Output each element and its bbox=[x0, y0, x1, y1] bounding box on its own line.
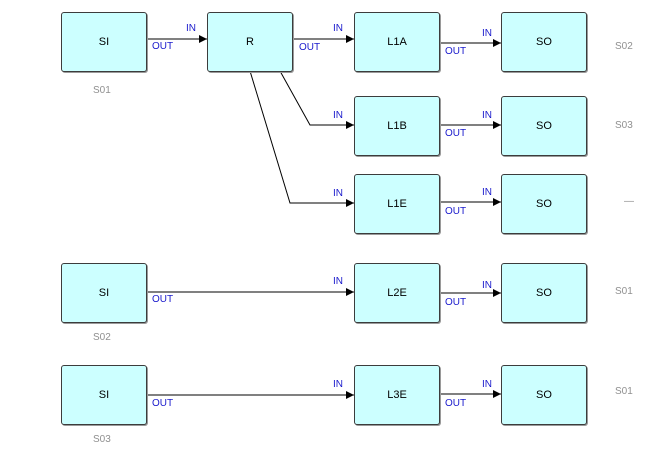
node-so-3[interactable]: SO bbox=[501, 174, 587, 234]
node-l1e[interactable]: L1E bbox=[354, 174, 440, 234]
node-l1b[interactable]: L1B bbox=[354, 96, 440, 156]
port-label-out: OUT bbox=[152, 294, 174, 305]
node-r[interactable]: R bbox=[207, 12, 293, 72]
port-label-out: OUT bbox=[152, 398, 174, 409]
node-l1a[interactable]: L1A bbox=[354, 12, 440, 72]
row-caption: — bbox=[624, 196, 634, 207]
port-label-out: OUT bbox=[445, 206, 467, 217]
port-label-in: IN bbox=[186, 23, 196, 34]
row-caption: S01 bbox=[615, 386, 633, 397]
node-si-2[interactable]: SI bbox=[61, 263, 147, 323]
port-label-out: OUT bbox=[445, 128, 467, 139]
row-caption: S01 bbox=[615, 286, 633, 297]
node-l3e[interactable]: L3E bbox=[354, 365, 440, 425]
node-so-4[interactable]: SO bbox=[501, 263, 587, 323]
node-so-1[interactable]: SO bbox=[501, 12, 587, 72]
port-label-in: IN bbox=[482, 28, 492, 39]
port-label-out: OUT bbox=[445, 297, 467, 308]
node-caption: S02 bbox=[93, 332, 111, 343]
row-caption: S02 bbox=[615, 41, 633, 52]
row-caption: S03 bbox=[615, 120, 633, 131]
wire-r-l1b bbox=[279, 70, 354, 129]
wire-r-l1e bbox=[249, 70, 354, 207]
port-label-in: IN bbox=[333, 23, 343, 34]
node-caption: S03 bbox=[93, 434, 111, 445]
node-caption: S01 bbox=[93, 85, 111, 96]
port-label-out: OUT bbox=[445, 398, 467, 409]
node-so-5[interactable]: SO bbox=[501, 365, 587, 425]
port-label-in: IN bbox=[482, 110, 492, 121]
node-l2e[interactable]: L2E bbox=[354, 263, 440, 323]
node-so-2[interactable]: SO bbox=[501, 96, 587, 156]
port-label-in: IN bbox=[333, 188, 343, 199]
node-si-1[interactable]: SI bbox=[61, 12, 147, 72]
port-label-out: OUT bbox=[299, 42, 321, 53]
node-si-3[interactable]: SI bbox=[61, 365, 147, 425]
port-label-out: OUT bbox=[152, 41, 174, 52]
port-label-out: OUT bbox=[445, 46, 467, 57]
port-label-in: IN bbox=[482, 280, 492, 291]
port-label-in: IN bbox=[482, 379, 492, 390]
port-label-in: IN bbox=[333, 276, 343, 287]
port-label-in: IN bbox=[333, 110, 343, 121]
port-label-in: IN bbox=[482, 187, 492, 198]
port-label-in: IN bbox=[333, 379, 343, 390]
